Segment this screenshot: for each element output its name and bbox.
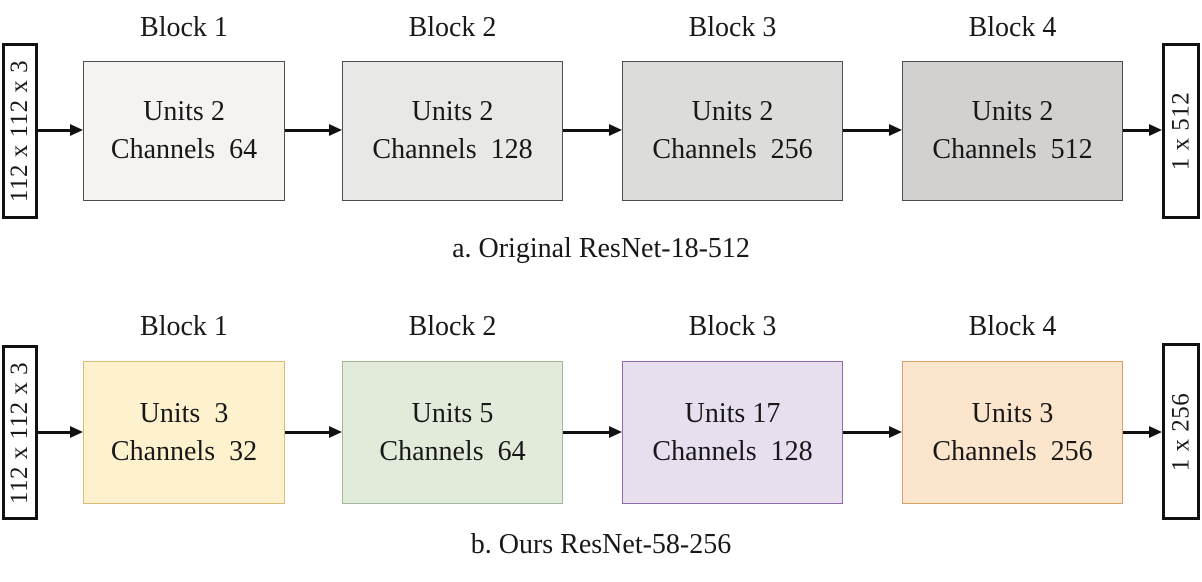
resnet-block-2: Units 5 Channels 64 [342,361,563,504]
block-units: Units 2 [411,96,494,128]
resnet-block-2: Units 2 Channels 128 [342,61,563,201]
output-tensor-label: 1 x 512 [1167,91,1194,171]
block-4-label: Block 4 [968,311,1057,342]
input-tensor-box: 112 x 112 x 3 [2,345,38,520]
block-channels: Channels 512 [932,134,1093,165]
block-3-label: Block 3 [688,311,777,342]
block-channels: Channels 256 [932,435,1093,467]
flow-arrow-icon [563,124,622,136]
block-channels: Channels 32 [110,435,258,467]
resnet-block-4: Units 3 Channels 256 [902,361,1123,504]
block-channels: Channels 128 [372,134,533,165]
block-2-label: Block 2 [408,311,497,342]
input-tensor-label: 112 x 112 x 3 [6,59,33,203]
block-1-label: Block 1 [140,311,228,342]
block-channels: Channels 64 [110,134,258,165]
block-1-label: Block 1 [140,12,228,43]
resnet-block-1: Units 2 Channels 64 [83,61,285,201]
caption-b: b. Ours ResNet-58-256 [470,529,732,560]
flow-arrow-icon [38,426,83,438]
block-units: Units 2 [143,96,225,128]
output-tensor-box: 1 x 256 [1162,343,1200,520]
flow-arrow-icon [1123,426,1162,438]
block-units: Units 5 [411,397,494,429]
resnet-block-1: Units 3 Channels 32 [83,361,285,504]
block-channels: Channels 64 [379,435,526,467]
output-tensor-box: 1 x 512 [1162,43,1200,219]
flow-arrow-icon [563,426,622,438]
block-units: Units 3 [139,397,229,429]
block-4-label: Block 4 [968,12,1057,43]
block-units: Units 17 [684,397,781,429]
resnet-block-3: Units 2 Channels 256 [622,61,843,201]
flow-arrow-icon [38,124,83,136]
block-channels: Channels 256 [652,134,813,165]
resnet-block-4: Units 2 Channels 512 [902,61,1123,201]
block-3-label: Block 3 [688,12,777,43]
flow-arrow-icon [843,124,902,136]
input-tensor-label: 112 x 112 x 3 [6,361,33,504]
block-units: Units 2 [691,96,774,128]
block-units: Units 2 [971,96,1054,128]
block-2-label: Block 2 [408,12,497,43]
block-channels: Channels 128 [652,435,813,467]
output-tensor-label: 1 x 256 [1167,392,1194,471]
block-units: Units 3 [971,397,1054,429]
flow-arrow-icon [843,426,902,438]
flow-arrow-icon [1123,124,1162,136]
caption-a: a. Original ResNet-18-512 [452,233,750,264]
flow-arrow-icon [285,426,342,438]
input-tensor-box: 112 x 112 x 3 [2,43,38,219]
flow-arrow-icon [285,124,342,136]
resnet-block-3: Units 17 Channels 128 [622,361,843,504]
